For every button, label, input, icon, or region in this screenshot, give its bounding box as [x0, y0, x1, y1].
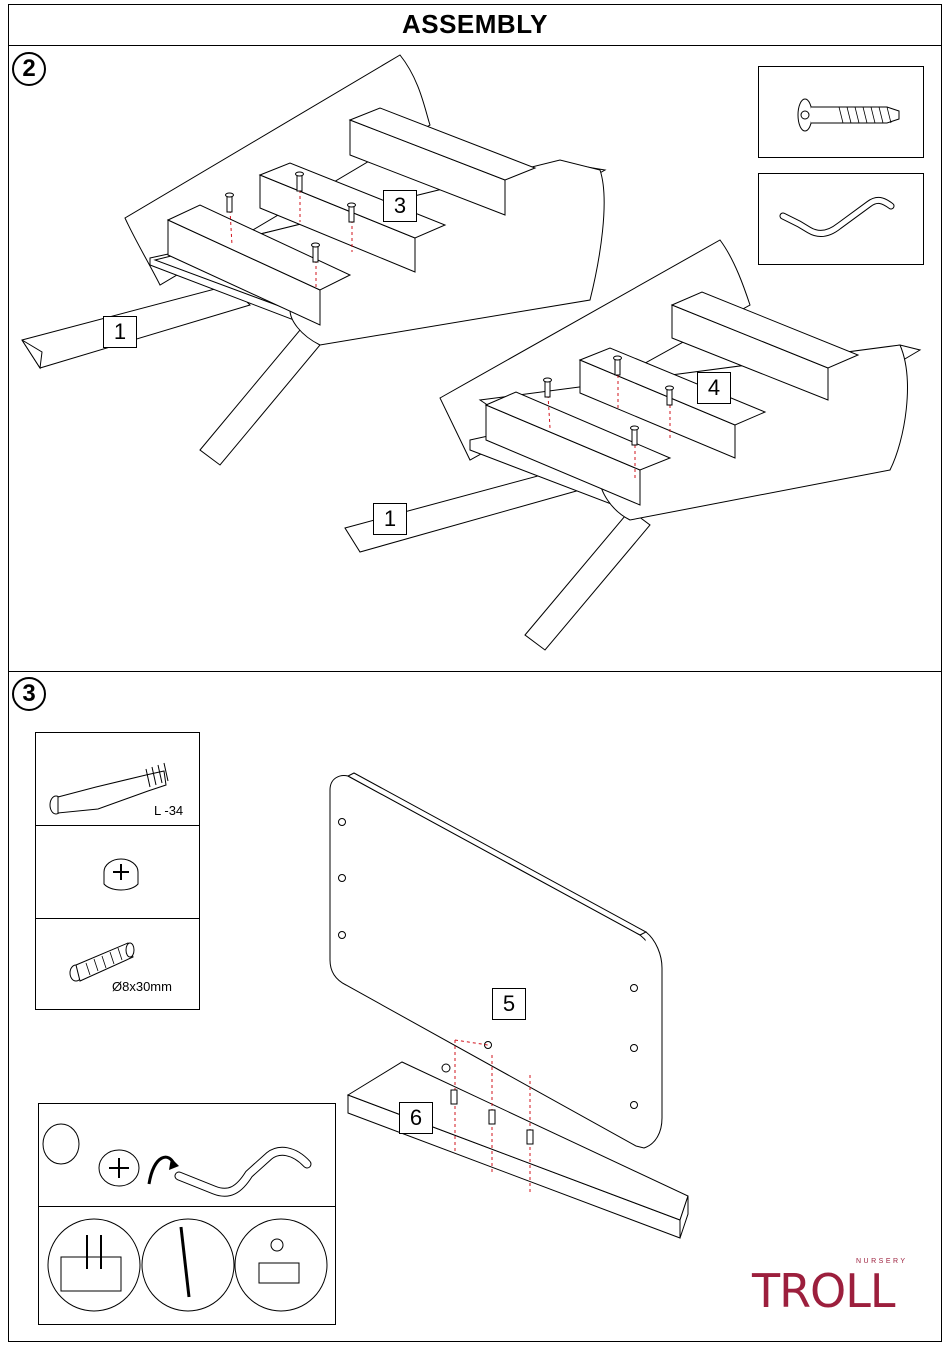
troll-logo: NURSERY TROLL [752, 1258, 922, 1310]
part-label-5: 5 [492, 988, 526, 1020]
cam-steps-icon [39, 1207, 337, 1326]
cam-tightening-icon [39, 1104, 337, 1208]
part-label-6: 6 [399, 1102, 433, 1134]
cam-tightening-box [38, 1103, 336, 1207]
logo-name: TROLL [752, 1264, 895, 1318]
cam-steps-box [38, 1206, 336, 1325]
